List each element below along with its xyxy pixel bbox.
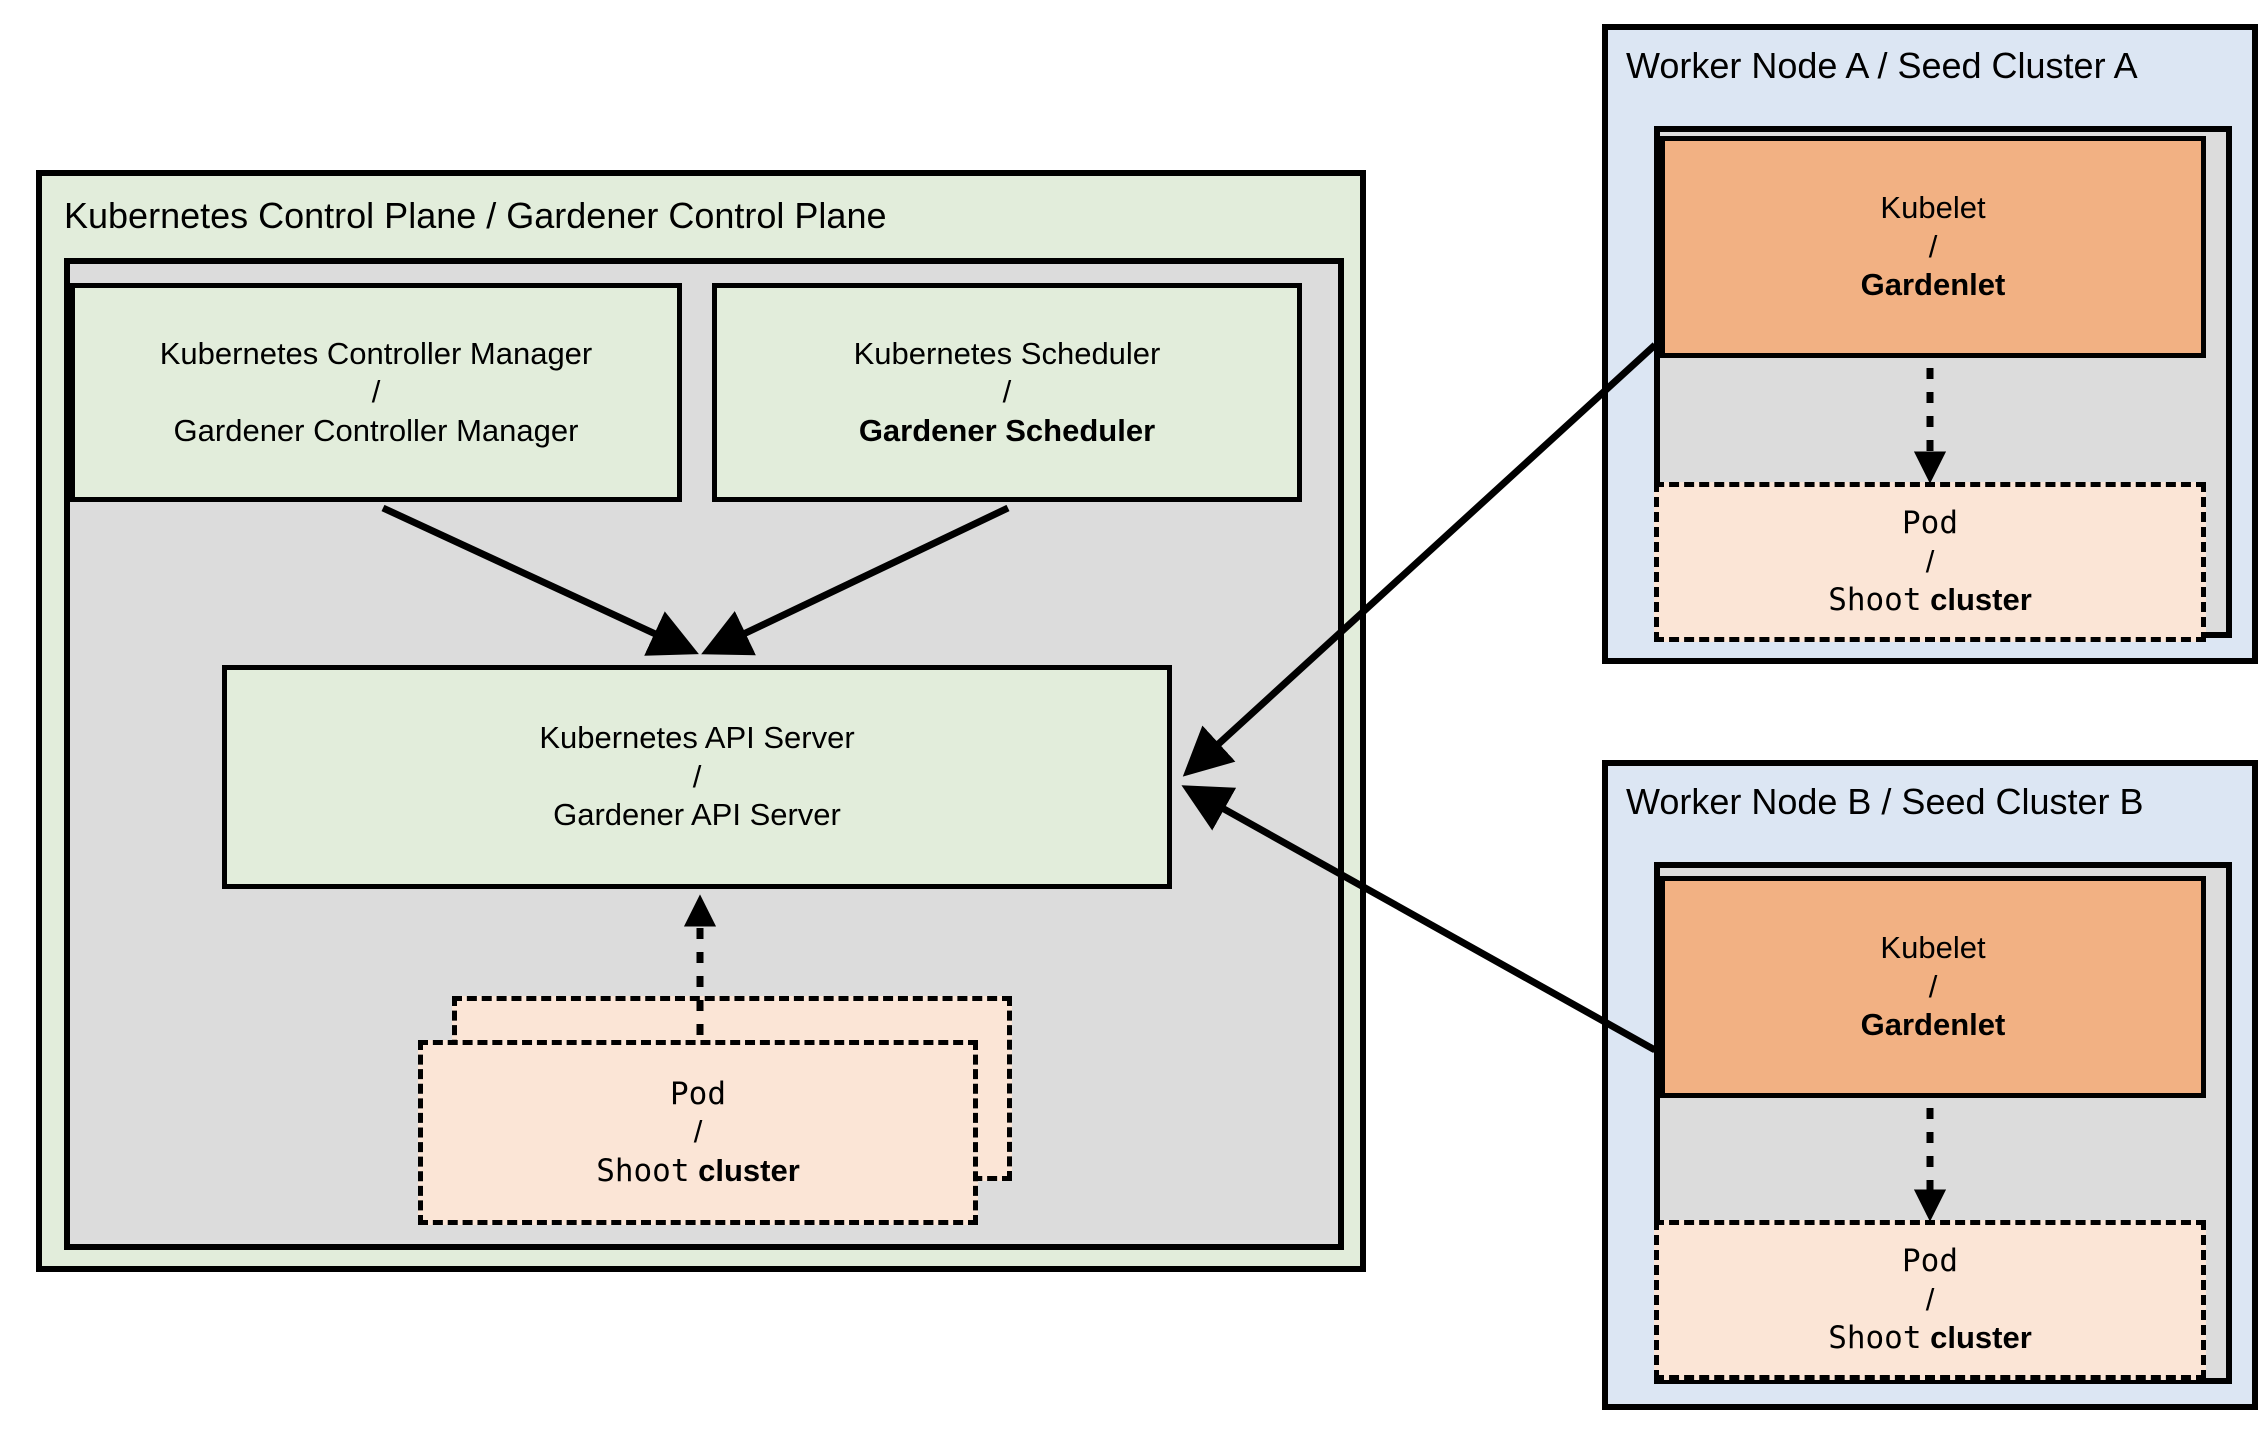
gardenlet-b-box[interactable]: Kubelet / Gardenlet	[1660, 876, 2206, 1098]
gardenlet-b-line2: Gardenlet	[1860, 1007, 2006, 1043]
control-plane-pod-shoot: Shoot	[596, 1152, 690, 1189]
control-plane-pod-line1: Pod	[670, 1075, 726, 1112]
controller-manager-separator: /	[371, 374, 381, 410]
pod-b-line1: Pod	[1902, 1243, 1958, 1280]
controller-manager-line2: Gardener Controller Manager	[173, 412, 579, 448]
controller-manager-line1: Kubernetes Controller Manager	[159, 335, 593, 371]
pod-a-shoot: Shoot	[1828, 582, 1922, 619]
pod-a-cluster: cluster	[1930, 582, 2032, 618]
scheduler-line2: Gardener Scheduler	[858, 412, 1156, 448]
api-server-labels: Kubernetes API Server / Gardener API Ser…	[539, 719, 854, 834]
gardenlet-a-line2: Gardenlet	[1860, 267, 2006, 303]
control-plane-pod-separator: /	[693, 1114, 703, 1150]
kubernetes-scheduler-box[interactable]: Kubernetes Scheduler / Gardener Schedule…	[712, 283, 1302, 502]
control-plane-pod-labels: Pod / Shoot cluster	[596, 1075, 800, 1190]
pod-b-shoot: Shoot	[1828, 1320, 1922, 1357]
controller-manager-labels: Kubernetes Controller Manager / Gardener…	[160, 335, 593, 450]
api-server-separator: /	[692, 758, 702, 794]
kubernetes-controller-manager-box[interactable]: Kubernetes Controller Manager / Gardener…	[70, 283, 682, 502]
kubernetes-api-server-box[interactable]: Kubernetes API Server / Gardener API Ser…	[222, 665, 1172, 889]
gardenlet-a-box[interactable]: Kubelet / Gardenlet	[1660, 136, 2206, 358]
api-server-line1: Kubernetes API Server	[539, 720, 855, 756]
seed-cluster-a-title: Worker Node A / Seed Cluster A	[1626, 45, 2138, 86]
gardenlet-a-separator: /	[1928, 228, 1938, 264]
pod-a-line2: Shoot cluster	[1828, 581, 2032, 619]
control-plane-title: Kubernetes Control Plane / Gardener Cont…	[64, 195, 887, 236]
pod-b-box[interactable]: Pod / Shoot cluster	[1654, 1220, 2206, 1380]
gardenlet-a-line1: Kubelet	[1880, 190, 1986, 226]
pod-a-box[interactable]: Pod / Shoot cluster	[1654, 482, 2206, 642]
control-plane-pod-cluster: cluster	[698, 1152, 800, 1188]
control-plane-pod-box[interactable]: Pod / Shoot cluster	[418, 1040, 978, 1225]
gardenlet-b-line1: Kubelet	[1880, 930, 1986, 966]
pod-b-line2: Shoot cluster	[1828, 1319, 2032, 1357]
pod-a-separator: /	[1925, 543, 1935, 579]
gardenlet-b-labels: Kubelet / Gardenlet	[1861, 929, 2006, 1044]
scheduler-labels: Kubernetes Scheduler / Gardener Schedule…	[854, 335, 1161, 450]
pod-a-labels: Pod / Shoot cluster	[1828, 504, 2032, 619]
scheduler-separator: /	[1002, 374, 1012, 410]
api-server-line2: Gardener API Server	[553, 797, 841, 833]
scheduler-line1: Kubernetes Scheduler	[853, 335, 1161, 371]
gardenlet-a-labels: Kubelet / Gardenlet	[1861, 189, 2006, 304]
control-plane-pod-line2: Shoot cluster	[596, 1152, 800, 1190]
pod-b-separator: /	[1925, 1281, 1935, 1317]
gardenlet-b-separator: /	[1928, 968, 1938, 1004]
pod-b-labels: Pod / Shoot cluster	[1828, 1242, 2032, 1357]
pod-b-cluster: cluster	[1930, 1320, 2032, 1356]
pod-a-line1: Pod	[1902, 505, 1958, 542]
seed-cluster-b-title: Worker Node B / Seed Cluster B	[1626, 781, 2144, 822]
